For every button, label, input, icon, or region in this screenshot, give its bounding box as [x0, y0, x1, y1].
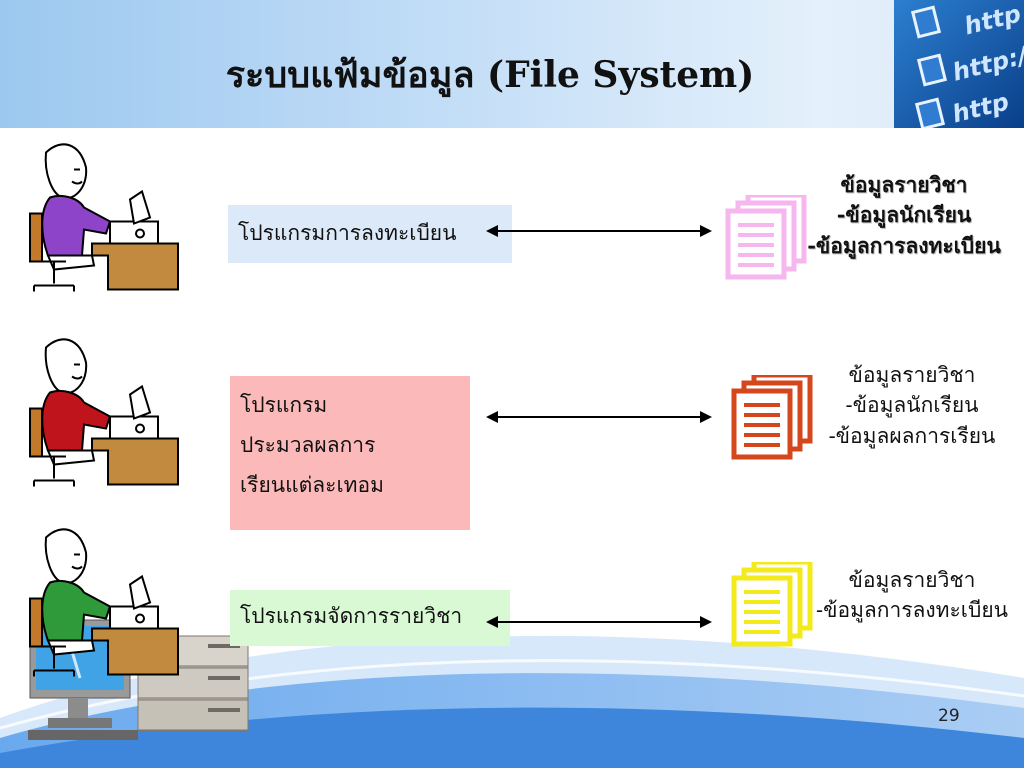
data-info-block: ข้อมูลรายวิชา -ข้อมูลนักเรียน -ข้อมูลการลง… [784, 170, 1024, 261]
program-box: โปรแกรมการลงทะเบียน [228, 205, 512, 263]
page-number: 29 [938, 706, 960, 726]
window-icon [910, 5, 942, 39]
slide-header: ระบบแฟ้มข้อมูล (File System) http http:/… [0, 0, 1024, 128]
program-box: โปรแกรมประมวลผลการเรียนแต่ละเทอม [230, 376, 470, 530]
slide-title: ระบบแฟ้มข้อมูล (File System) [225, 54, 755, 96]
program-label-line: ประมวลผลการ [240, 432, 376, 457]
data-info-line: -ข้อมูลการลงทะเบียน [807, 232, 1001, 258]
window-icon [916, 53, 948, 87]
http-browser-image: http http:/ http [894, 0, 1024, 128]
typist-person-icon [29, 143, 179, 292]
http-text-1: http [961, 0, 1024, 41]
program-label-line: เรียนแต่ละเทอม [240, 472, 384, 497]
bidirectional-arrow-icon [486, 616, 712, 628]
data-info-line: ข้อมูลรายวิชา [848, 568, 976, 592]
data-info-line: ข้อมูลรายวิชา [848, 363, 976, 387]
http-text-3: http [949, 87, 1012, 128]
data-info-line: ข้อมูลรายวิชา [840, 172, 968, 197]
program-box: โปรแกรมจัดการรายวิชา [230, 590, 510, 646]
program-label-line: โปรแกรมจัดการรายวิชา [240, 604, 463, 628]
program-label-line: โปรแกรม [240, 393, 328, 417]
bidirectional-arrow-icon [486, 225, 712, 237]
typist-person-icon [29, 528, 179, 677]
data-info-block: ข้อมูลรายวิชา -ข้อมูลการลงทะเบียน [800, 565, 1024, 626]
file-stack-icon [731, 375, 813, 460]
data-info-line: -ข้อมูลการลงทะเบียน [816, 598, 1008, 623]
http-text-2: http:/ [949, 41, 1024, 87]
data-info-line: -ข้อมูลนักเรียน [836, 202, 972, 228]
data-info-line: -ข้อมูลผลการเรียน [828, 423, 996, 448]
window-icon [914, 97, 946, 128]
bidirectional-arrow-icon [486, 411, 712, 423]
wave-decoration [0, 635, 1024, 768]
file-stack-icon [725, 195, 807, 280]
program-label-line: โปรแกรมการลงทะเบียน [238, 221, 457, 245]
typist-person-icon [29, 338, 179, 487]
data-info-block: ข้อมูลรายวิชา -ข้อมูลนักเรียน -ข้อมูลผลการ… [800, 360, 1024, 451]
file-stack-icon [731, 562, 813, 647]
data-info-line: -ข้อมูลนักเรียน [845, 393, 979, 418]
